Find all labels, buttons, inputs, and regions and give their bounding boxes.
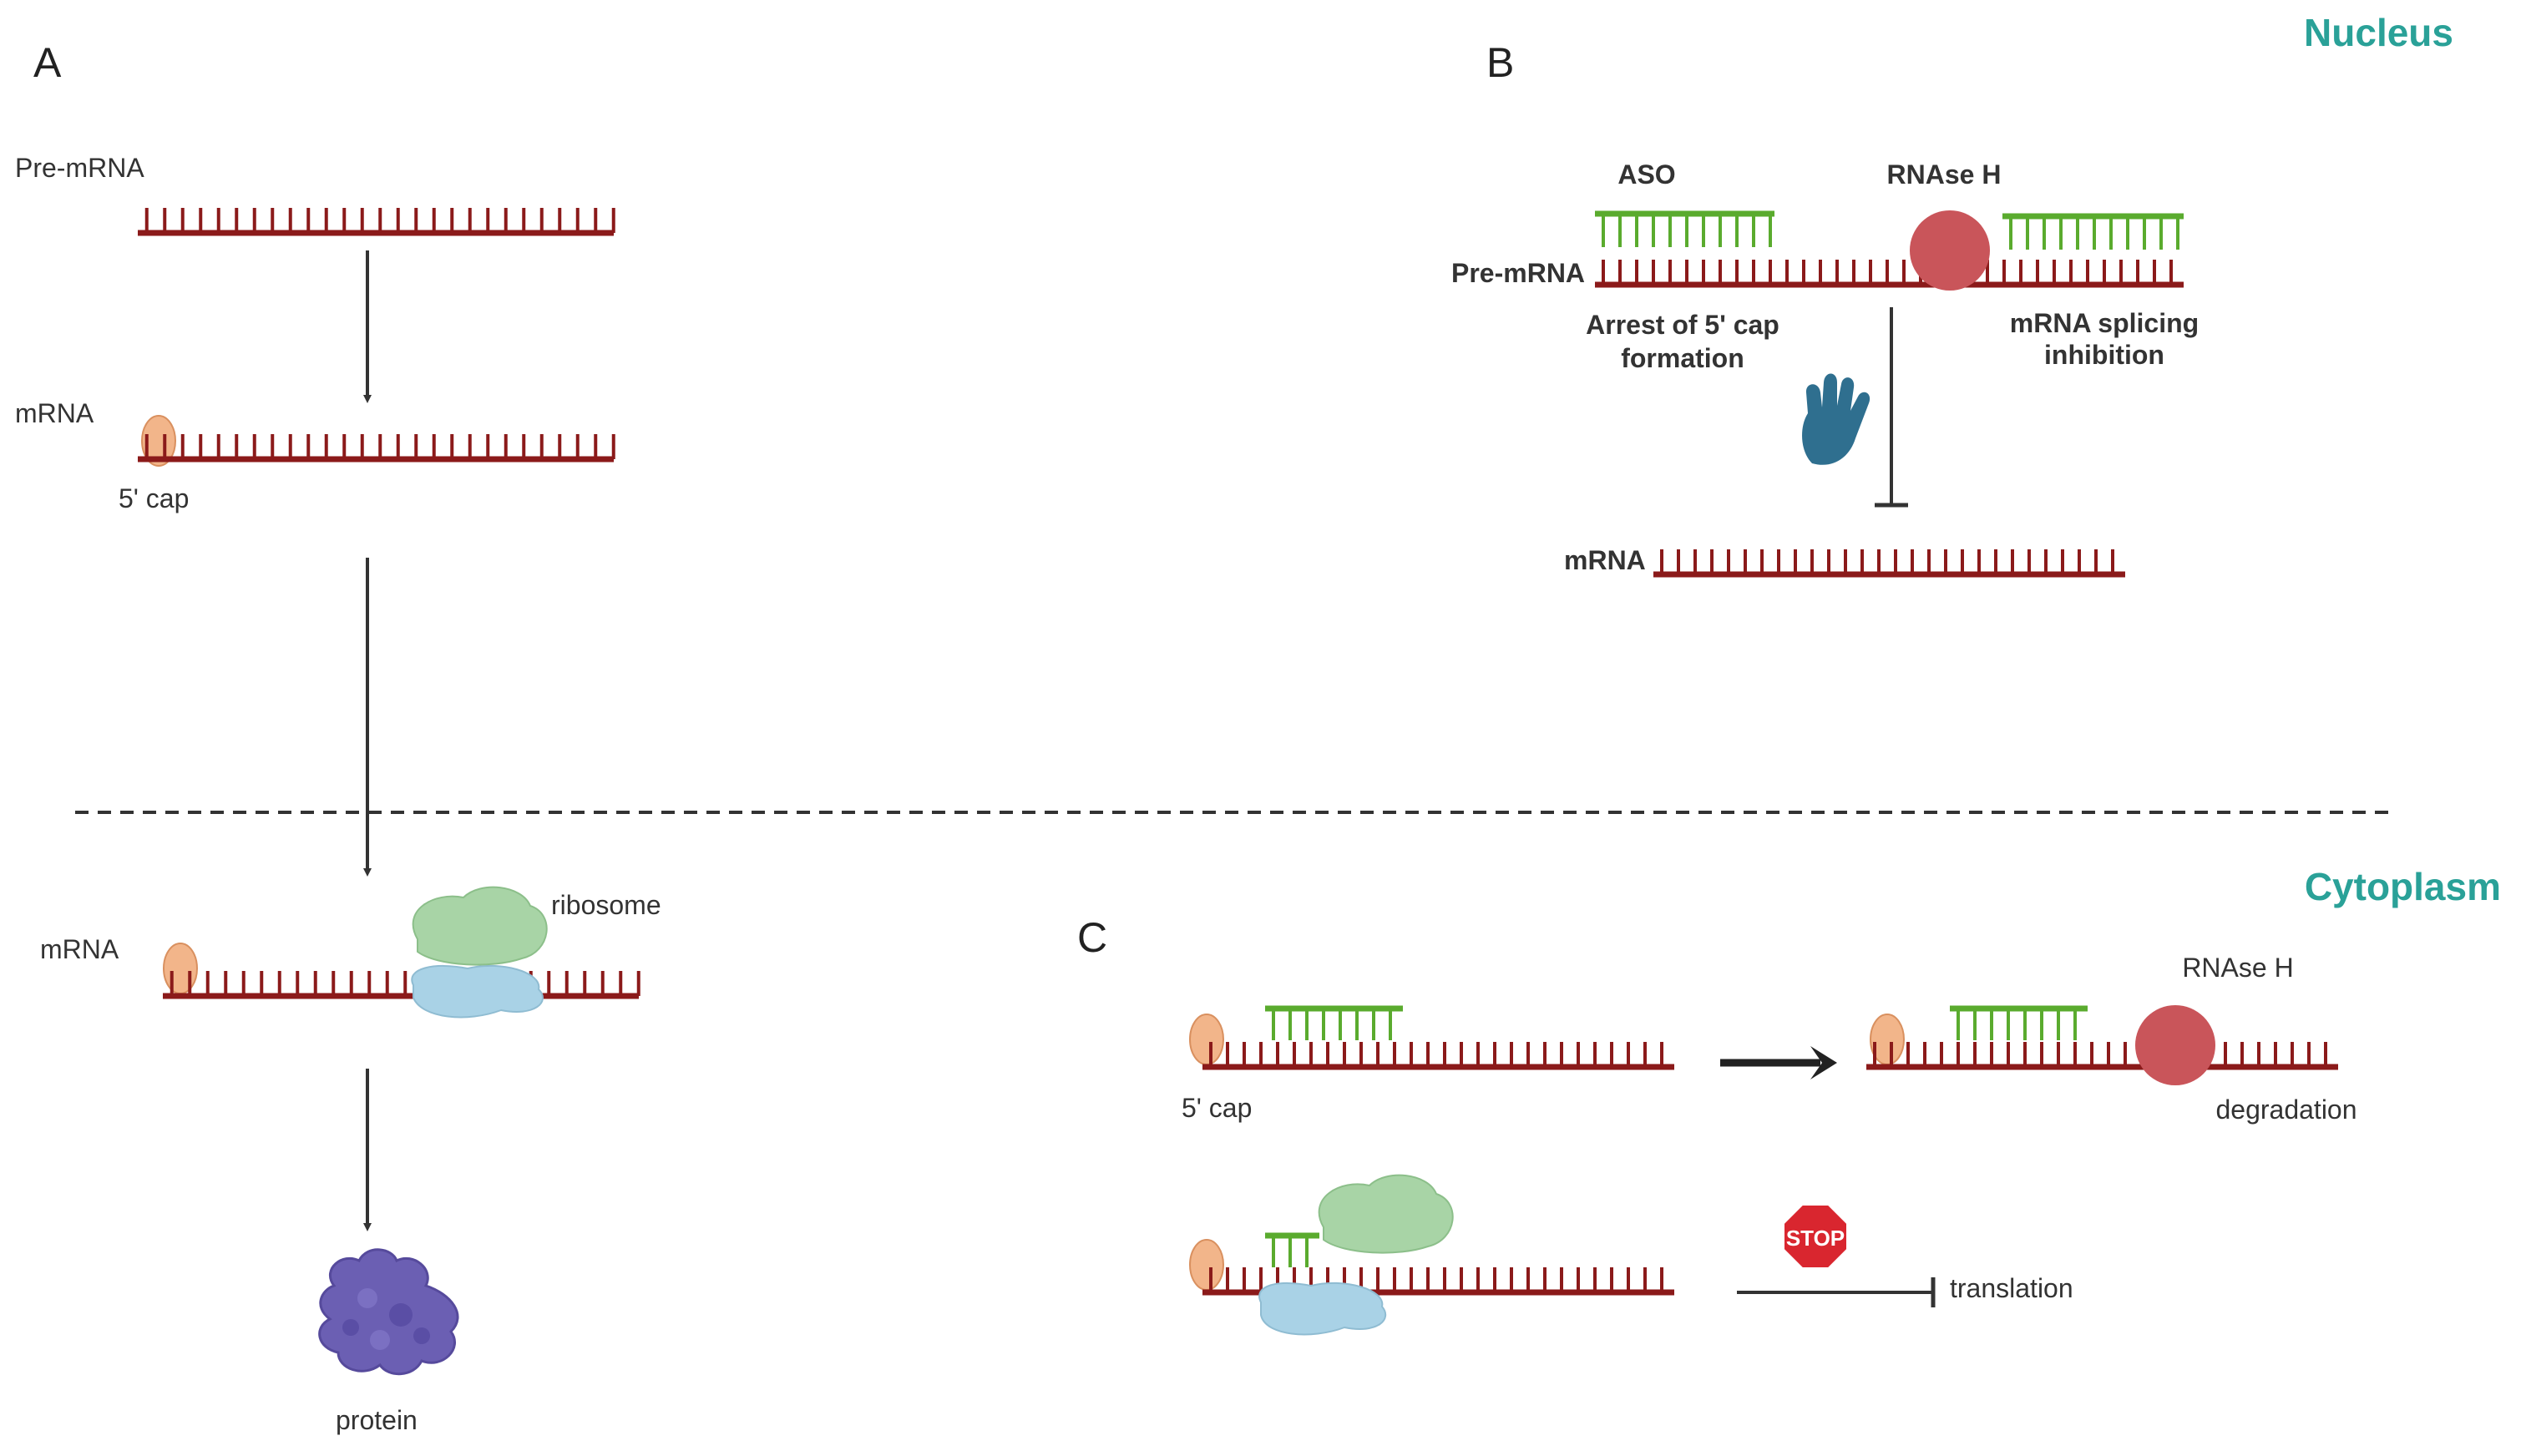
panel-b-mrna-label: mRNA — [1564, 545, 1646, 575]
mrna-strand-c2 — [1866, 1042, 2338, 1070]
five-prime-cap-2 — [163, 943, 198, 994]
panel-a-pre-mrna-label: Pre-mRNA — [15, 153, 144, 183]
arrow-degradation-head — [1810, 1046, 1837, 1079]
five-prime-cap-c1 — [1189, 1014, 1224, 1065]
stop-sign-icon: STOP — [1781, 1202, 1850, 1271]
mrna-strand-c1 — [1202, 1042, 1674, 1070]
aso-right — [2002, 213, 2184, 250]
arrest-label-1: Arrest of 5' cap — [1586, 310, 1779, 340]
arrest-label-2: formation — [1621, 343, 1744, 373]
splicing-label-2: inhibition — [2044, 340, 2164, 370]
pre-mrna-strand-b — [1595, 260, 2184, 288]
rnase-h-enzyme — [1910, 210, 1990, 291]
mrna-strand-c3 — [1202, 1267, 1674, 1296]
hand-stop-icon — [1802, 373, 1871, 465]
panel-c-letter: C — [1077, 914, 1107, 961]
aso-c2 — [1950, 1005, 2088, 1040]
rnase-h-enzyme-c — [2135, 1005, 2215, 1085]
aso-c3 — [1265, 1232, 1319, 1267]
rnase-h-label-c: RNAse H — [2182, 953, 2293, 983]
panel-a-letter: A — [33, 39, 62, 86]
translation-label: translation — [1950, 1273, 2073, 1303]
protein-label: protein — [336, 1405, 418, 1435]
five-prime-cap-c3 — [1189, 1239, 1224, 1291]
panel-b-letter: B — [1486, 39, 1514, 86]
pre-mrna-strand — [138, 208, 615, 236]
ribosome-icon — [411, 886, 548, 1019]
aso-c1 — [1265, 1005, 1403, 1040]
five-prime-cap — [141, 415, 176, 467]
rnase-h-label-b: RNAse H — [1887, 159, 2002, 190]
splicing-label-1: mRNA splicing — [2010, 308, 2199, 338]
aso-label: ASO — [1617, 159, 1675, 190]
panel-a-mrna2-label: mRNA — [40, 934, 119, 964]
cytoplasm-label: Cytoplasm — [2305, 865, 2501, 908]
ribosome-icon-c — [1258, 1174, 1454, 1336]
degradation-label: degradation — [2215, 1095, 2356, 1125]
mrna-strand — [138, 434, 615, 463]
stop-sign-text: STOP — [1786, 1226, 1845, 1251]
cytoplasmic-mrna-strand — [163, 971, 640, 999]
protein-icon — [318, 1248, 459, 1376]
aso-left — [1595, 210, 1774, 247]
ribosome-label: ribosome — [551, 890, 661, 920]
panel-b-pre-mrna-label: Pre-mRNA — [1451, 258, 1585, 288]
nucleus-label: Nucleus — [2304, 11, 2453, 54]
panel-c-cap-label: 5' cap — [1182, 1093, 1252, 1123]
panel-a-mrna-label: mRNA — [15, 398, 94, 428]
panel-a-cap-label: 5' cap — [119, 483, 189, 513]
mrna-strand-b — [1653, 549, 2125, 578]
